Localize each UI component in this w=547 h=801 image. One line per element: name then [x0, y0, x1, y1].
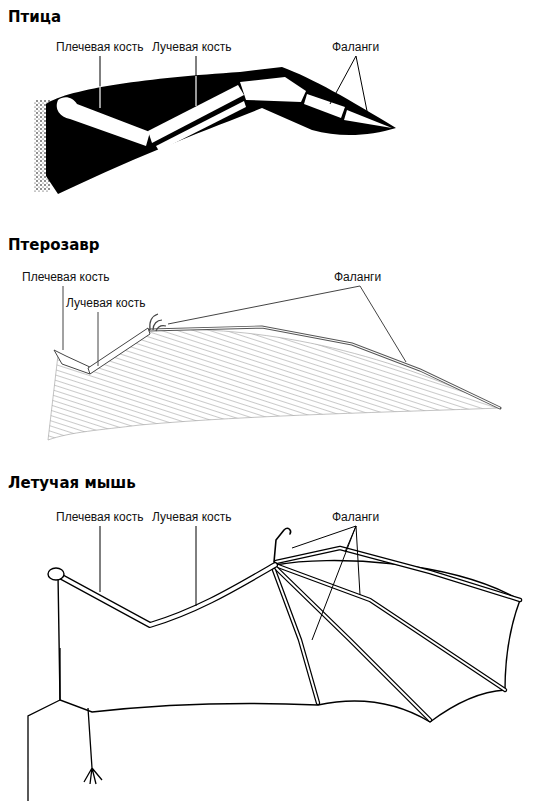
wing-membrane — [48, 329, 500, 440]
claws — [150, 314, 166, 331]
bat-body-outline — [28, 648, 102, 801]
humerus-head — [48, 568, 64, 580]
leader-line — [98, 312, 99, 366]
part-label: Лучевая кость — [152, 510, 232, 524]
phalanx-bone — [304, 94, 345, 118]
part-label: Плечевая кость — [22, 270, 109, 284]
bird-wing-shape — [46, 67, 396, 194]
radius-bone — [88, 328, 150, 374]
leader-line — [292, 526, 356, 548]
leader-line — [100, 56, 101, 108]
part-label: Фаланги — [332, 40, 379, 54]
leader-line — [196, 56, 197, 106]
phalanx-bone — [344, 110, 392, 128]
figure-heading: Птерозавр — [8, 236, 100, 254]
wing-membrane — [58, 561, 520, 722]
finger-bone — [150, 327, 500, 408]
bat-wing — [28, 526, 520, 801]
leader-line — [63, 286, 64, 350]
leader-line — [168, 286, 360, 324]
leader-line — [356, 526, 360, 595]
humerus-bone — [54, 350, 92, 374]
leader-line — [312, 526, 356, 640]
leader-line — [100, 526, 101, 592]
leader-line — [330, 56, 356, 104]
part-label: Фаланги — [334, 270, 381, 284]
radius-bone — [156, 101, 246, 151]
carpometacarpus-bone — [240, 77, 306, 102]
leader-line — [360, 286, 406, 362]
part-label: Плечевая кость — [56, 40, 143, 54]
bird-wing — [34, 56, 396, 194]
leader-line — [356, 56, 368, 116]
part-label: Лучевая кость — [152, 40, 232, 54]
part-label: Фаланги — [332, 510, 379, 524]
finger-bone — [150, 327, 500, 408]
part-label: Лучевая кость — [66, 296, 146, 310]
leader-line — [195, 76, 196, 106]
pterosaur-wing — [48, 286, 500, 440]
leader-line — [196, 526, 197, 606]
part-label: Плечевая кость — [56, 510, 143, 524]
humerus-bone — [57, 97, 150, 146]
figure-heading: Летучая мышь — [8, 474, 136, 492]
figure-heading: Птица — [8, 8, 61, 26]
leader-line — [99, 86, 100, 108]
